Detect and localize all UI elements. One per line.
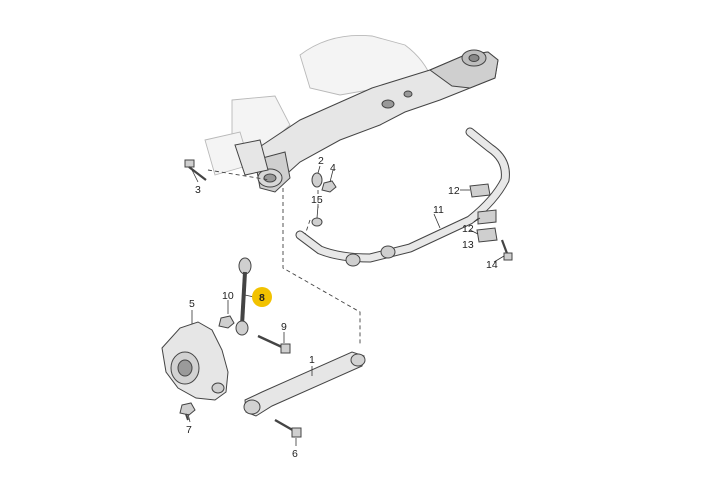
callout-3: 3 xyxy=(195,184,201,196)
callout-10: 10 xyxy=(222,290,234,302)
callout-13: 13 xyxy=(462,239,474,251)
callout-12-upper: 12 xyxy=(448,185,460,197)
callout-4: 4 xyxy=(330,162,336,174)
part-3-bolt xyxy=(184,159,207,183)
part-8-coupling-rod xyxy=(235,257,255,336)
callout-6: 6 xyxy=(292,448,298,460)
callout-11: 11 xyxy=(433,204,444,216)
part-2-bushing xyxy=(311,165,323,188)
callout-5: 5 xyxy=(189,298,195,310)
part-14-bolt xyxy=(493,239,513,263)
part-5-wheel-bearing-housing xyxy=(161,310,229,401)
part-11-stabilizer-bar xyxy=(295,127,510,267)
part-6-bolt xyxy=(274,418,302,446)
callout-14: 14 xyxy=(486,259,498,271)
rear-subframe xyxy=(234,49,499,193)
part-12-clamp-upper xyxy=(460,183,491,198)
part-7-bolt xyxy=(179,402,196,423)
callout-1: 1 xyxy=(309,354,315,366)
part-15-washer xyxy=(311,205,323,227)
callout-9: 9 xyxy=(281,321,287,333)
callout-12-lower: 12 xyxy=(462,223,474,235)
part-13-bushing xyxy=(473,209,497,225)
part-4-nut xyxy=(321,169,337,193)
part-9-bolt xyxy=(257,332,291,354)
part-10-nut xyxy=(218,300,235,329)
callout-7: 7 xyxy=(186,424,192,436)
part-1-control-arm xyxy=(243,351,366,417)
highlight-marker-8 xyxy=(252,287,272,307)
part-12-clamp-lower xyxy=(469,227,498,243)
callout-8: 8 xyxy=(259,292,265,304)
callout-15: 15 xyxy=(311,194,323,206)
callout-labels: 1 2 3 4 5 6 7 8 9 10 11 12 12 13 14 15 xyxy=(186,155,498,460)
callout-2: 2 xyxy=(318,155,324,167)
